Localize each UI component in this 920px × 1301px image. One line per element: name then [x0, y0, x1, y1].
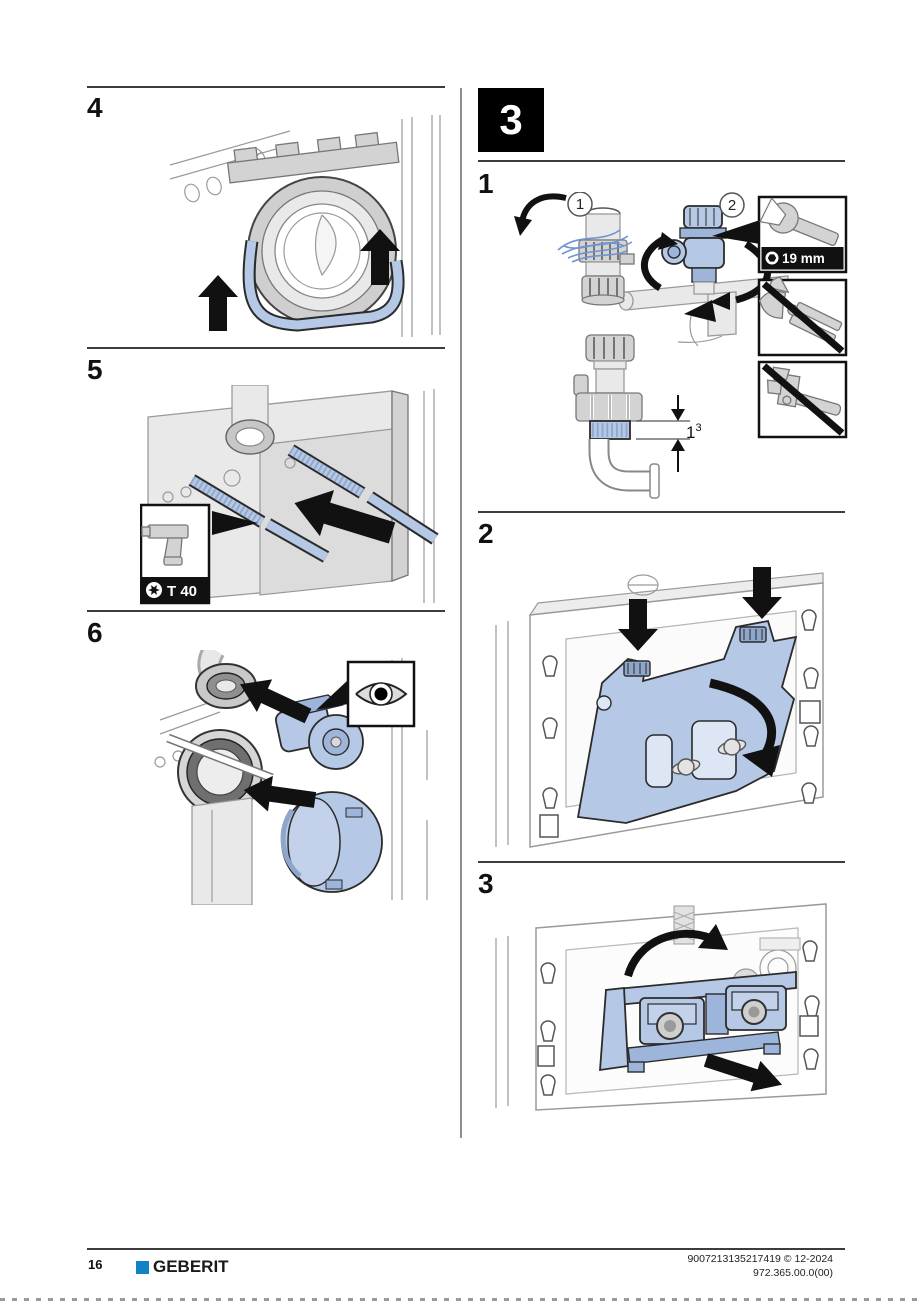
insert-arrow-icon: [240, 679, 312, 724]
insert-arrow-icon: [294, 490, 396, 544]
check-visually-badge: [316, 660, 416, 728]
flush-pipe: [191, 797, 253, 905]
no-adjustable-wrench-badge: [757, 360, 848, 439]
page-number: 16: [88, 1257, 103, 1272]
keyhole-slots: [539, 609, 821, 838]
wrench-size-label: 19 mm: [782, 251, 825, 266]
no-pipe-wrench-badge: [757, 276, 848, 357]
pointer-arrow-icon: [316, 680, 348, 710]
illustration-step-2: [495, 567, 824, 848]
gasket-ring: [247, 176, 397, 326]
open-end-wrench-icon: [759, 197, 839, 246]
divider: [478, 861, 845, 863]
prohibited-slash: [761, 363, 845, 436]
rotate-arrowhead: [684, 300, 716, 322]
brand-name: GEBERIT: [153, 1257, 229, 1276]
section-3-badge: 3: [478, 88, 544, 152]
doc-id-line1: 9007213135217419 © 12-2024: [687, 1253, 833, 1265]
threaded-rod: [188, 474, 266, 528]
page-edge-marks: [0, 1298, 920, 1301]
illustration-step-5: T 40: [140, 385, 439, 605]
divider: [87, 610, 445, 612]
doc-id-line2: 972.365.00.0(00): [753, 1266, 833, 1279]
rod-sleeve: [264, 518, 330, 563]
mounting-bracket: [226, 131, 400, 184]
column-divider: [460, 88, 462, 1138]
divider: [478, 511, 845, 513]
up-arrow-icon: [360, 229, 400, 285]
eye-icon: [355, 682, 408, 706]
illustration-step-3: [495, 903, 827, 1111]
threaded-rod: [287, 444, 366, 499]
torx-badge: T 40: [140, 503, 211, 605]
callout-1-label: 1: [576, 196, 584, 213]
step-6-label: 6: [87, 617, 103, 648]
geberit-logo-square-icon: [136, 1260, 149, 1274]
rotate-arrow: [640, 234, 668, 292]
step-2-label: 2: [478, 518, 494, 549]
drill-icon: [141, 524, 189, 566]
mounting-frame-bracket: [599, 971, 797, 1073]
document-id: 9007213135217419 © 12-2024 972.365.00.0(…: [687, 1253, 833, 1280]
illustration-step-4: [169, 115, 441, 337]
up-arrow-icon: [198, 275, 238, 331]
divider: [478, 160, 845, 162]
wing-nuts: [671, 738, 747, 776]
insert-arrow-icon: [243, 775, 317, 812]
keyhole-slots: [537, 940, 820, 1096]
step-5-label: 5: [87, 354, 103, 385]
protection-scribble: [557, 229, 633, 263]
step-1-label: 1: [478, 168, 494, 199]
step-4-label: 4: [87, 92, 103, 123]
illustration-step-1: 1 2 1: [514, 192, 848, 499]
protection-plate: [576, 619, 798, 824]
wrench-arrow-icon: [712, 220, 760, 244]
callout-2-label: 2: [728, 197, 736, 214]
illustration-step-6: [154, 650, 428, 905]
press-arrow-icon: [742, 567, 782, 619]
callout-1-circle: [567, 192, 593, 217]
prohibited-slash: [761, 281, 845, 354]
rod-sleeve: [366, 491, 439, 545]
valve-with-elbow: [573, 334, 660, 499]
drill-arrow-icon: [212, 511, 258, 535]
turn-arrow: [519, 193, 567, 223]
footer-rule: [87, 1248, 845, 1250]
filling-valve: [578, 207, 635, 306]
dimension-label: 13: [686, 422, 702, 442]
large-protection-cap: [280, 791, 383, 893]
torx-size-label: T 40: [167, 583, 197, 600]
divider: [87, 347, 445, 349]
angle-stop-valve: [661, 205, 727, 295]
rotate-arrow: [735, 241, 771, 304]
swing-up-arrow: [624, 929, 712, 978]
callout-2-circle: [719, 192, 745, 218]
swing-arrow: [709, 678, 777, 756]
step-3-label: 3: [478, 868, 494, 899]
divider: [87, 86, 445, 88]
wrench-badge: 19 mm: [757, 195, 848, 274]
press-arrow-icon: [618, 599, 658, 651]
brand-logo: GEBERIT: [136, 1257, 229, 1277]
remove-arrow-icon: [703, 1053, 783, 1092]
dimension-callout: 13: [636, 395, 702, 472]
